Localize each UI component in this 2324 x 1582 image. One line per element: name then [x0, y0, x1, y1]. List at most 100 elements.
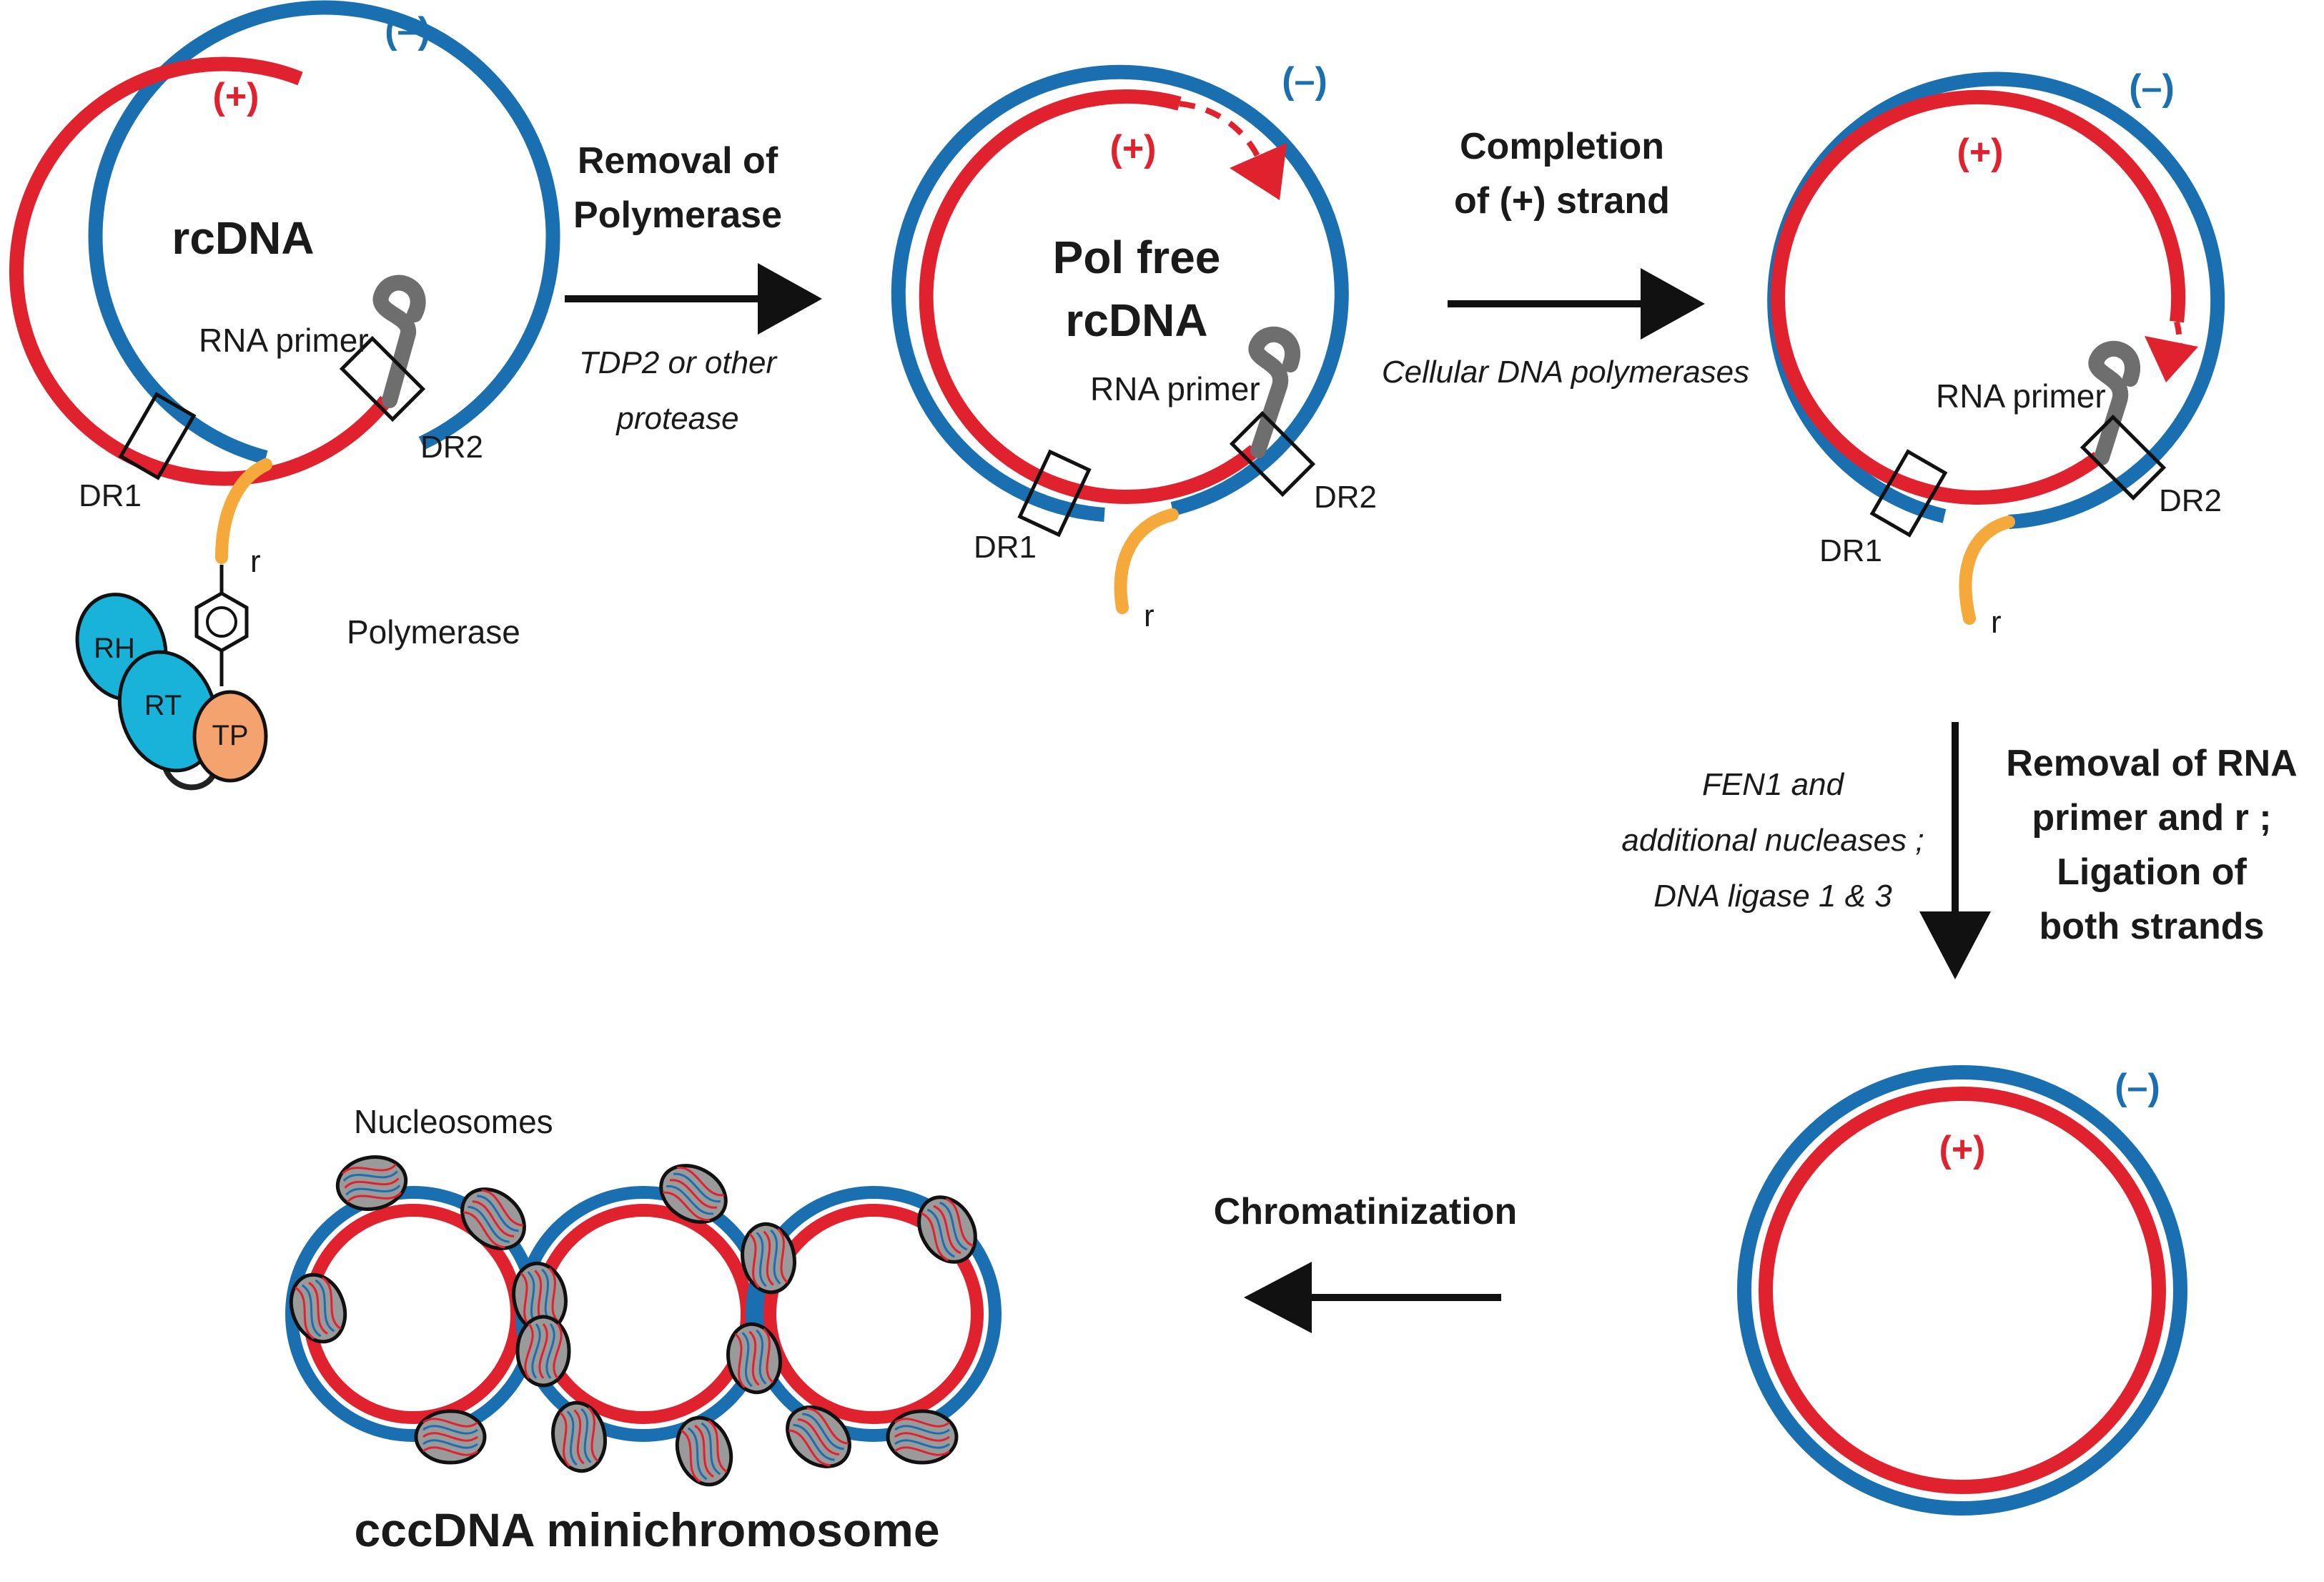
step1-r-label: r: [250, 544, 261, 579]
step1-dr1-box: [118, 392, 197, 480]
step1-ring-inner: [206, 606, 237, 638]
nucleosome-bead: [675, 1415, 733, 1487]
nucleosome-bead: [289, 1272, 347, 1344]
step5-minichromosome: Nucleosomes cccDNA minichromosome: [285, 1103, 1002, 1556]
step2-minus-label: (–): [1282, 60, 1327, 102]
step2-extension-dashed: [1179, 101, 1261, 159]
step3-rna-primer-label: RNA primer: [1936, 377, 2106, 415]
step2-title-line2: rcDNA: [1065, 295, 1207, 346]
step1-title: rcDNA: [172, 212, 314, 264]
step2-rna-primer: [1248, 326, 1300, 458]
step3-r-oligo: [1959, 515, 2015, 625]
arrow4-title: Chromatinization: [1214, 1191, 1518, 1232]
arrow4-head: [1244, 1262, 1312, 1333]
arrow1-sub-line1: TDP2 or other: [579, 345, 778, 380]
arrow2-head: [1641, 268, 1705, 340]
step4-plus-label: (+): [1939, 1129, 1986, 1170]
step1-rna-primer-label: RNA primer: [199, 322, 369, 359]
step2-dr2-box: [1229, 410, 1316, 498]
arrow1-title-line2: Polymerase: [573, 194, 782, 236]
nucleosome-bead: [551, 1400, 607, 1473]
step1-tp-label: TP: [212, 720, 248, 751]
step3-r-label: r: [1991, 605, 2002, 640]
step2-r-label: r: [1144, 598, 1154, 633]
step5-title: cccDNA minichromosome: [354, 1503, 939, 1556]
step2-rna-primer-label: RNA primer: [1090, 370, 1260, 407]
step1-dr2-box: [339, 335, 426, 422]
arrow3-head: [1919, 911, 1991, 979]
step2-extension-head: [1230, 143, 1287, 200]
step5-ring2-plus: [533, 1204, 753, 1424]
arrow3-title-line4: both strands: [2039, 906, 2265, 947]
arrow3-title-line3: Ligation of: [2057, 851, 2247, 893]
step2-plus-label: (+): [1110, 128, 1157, 169]
step3-dr2-label: DR2: [2159, 483, 2222, 518]
step3-minus-label: (–): [2129, 67, 2175, 109]
step2-dr2-label: DR2: [1314, 480, 1377, 515]
arrow1-title-line1: Removal of: [578, 140, 778, 182]
step1-tyrosine-ring: [194, 591, 249, 653]
step1-minus-label: (–): [385, 10, 430, 51]
nucleosome-bead: [414, 1409, 487, 1465]
step1-rt-domain: [117, 650, 219, 773]
nucleosome-bead: [335, 1155, 408, 1211]
step1-minus-strand: [88, 0, 560, 465]
nucleosome-bead: [515, 1315, 571, 1388]
nucleosome-bead: [659, 1164, 728, 1224]
step1-tp-domain: [192, 690, 268, 783]
step1-dr1-label: DR1: [79, 478, 142, 513]
arrow3-sub-line1: FEN1 and: [1702, 767, 1845, 802]
arrow3-group: Removal of RNA primer and r ; Ligation o…: [1621, 722, 2298, 979]
step3-dr2-box: [2080, 414, 2167, 501]
nucleosome-bead: [886, 1409, 959, 1465]
step1-r-oligo: [215, 458, 272, 564]
nucleosome-bead: [917, 1195, 977, 1264]
step3-completed-plus: (–) (+) RNA primer DR1 DR2 r: [1767, 67, 2225, 640]
arrow2-group: Completion of (+) strand Cellular DNA po…: [1382, 126, 1749, 390]
step5-ring3-minus: [746, 1186, 1002, 1442]
step2-dr1-label: DR1: [974, 530, 1037, 565]
arrow1-sub-line2: protease: [615, 401, 738, 436]
nucleosome-bead: [786, 1405, 851, 1468]
step1-plus-label: (+): [213, 76, 259, 117]
step5-nucleosomes-label: Nucleosomes: [354, 1103, 553, 1140]
step1-dr2-label: DR2: [420, 430, 483, 465]
nucleosome-bead: [741, 1222, 796, 1295]
arrow2-sub: Cellular DNA polymerases: [1382, 355, 1749, 390]
step1-pol-tail: [162, 763, 217, 791]
step1-rcdna: RH RT TP rcDNA (–) (+) RNA primer DR1 DR…: [9, 0, 560, 791]
step2-pol-free-rcdna: Pol free rcDNA (–) (+) RNA primer DR1 DR…: [891, 60, 1377, 633]
arrow2-title-line1: Completion: [1460, 126, 1664, 167]
step4-cccdna: (–) (+): [1737, 1065, 2187, 1516]
nucleosome-bead: [726, 1322, 782, 1395]
step2-minus-strand: [891, 64, 1349, 522]
step3-plus-strand: [1771, 89, 2186, 505]
step3-dr1-label: DR1: [1819, 533, 1882, 568]
step2-dr1-box: [1017, 449, 1092, 538]
step4-plus-strand: [1759, 1087, 2166, 1494]
arrow1-group: Removal of Polymerase TDP2 or other prot…: [565, 140, 822, 436]
arrow3-title-line1: Removal of RNA: [2006, 743, 2297, 784]
step3-extension-dashed: [2174, 321, 2182, 362]
step3-rna-primer: [2088, 340, 2140, 465]
arrow2-title-line2: of (+) strand: [1454, 180, 1670, 222]
step4-minus-label: (–): [2115, 1067, 2160, 1108]
step1-plus-strand: [9, 56, 392, 486]
step3-extension-head: [2145, 336, 2198, 382]
step5-nucleosomes: [289, 1155, 977, 1487]
step3-plus-label: (+): [1957, 132, 2004, 173]
step3-dr1-box: [1869, 449, 1948, 538]
step1-rna-primer: [372, 275, 426, 408]
arrow3-sub-line2: additional nucleases ;: [1621, 823, 1924, 858]
step2-r-oligo: [1114, 508, 1179, 614]
step4-minus-strand: [1737, 1065, 2187, 1516]
step1-rt-label: RT: [144, 690, 182, 721]
arrow3-title-line2: primer and r ;: [2032, 797, 2271, 839]
step2-plus-strand: [919, 89, 1260, 504]
step1-polymerase-label: Polymerase: [347, 613, 520, 651]
arrow4-group: Chromatinization: [1214, 1191, 1518, 1333]
step5-ring3-plus: [763, 1204, 984, 1424]
nucleosome-bead: [460, 1187, 526, 1250]
